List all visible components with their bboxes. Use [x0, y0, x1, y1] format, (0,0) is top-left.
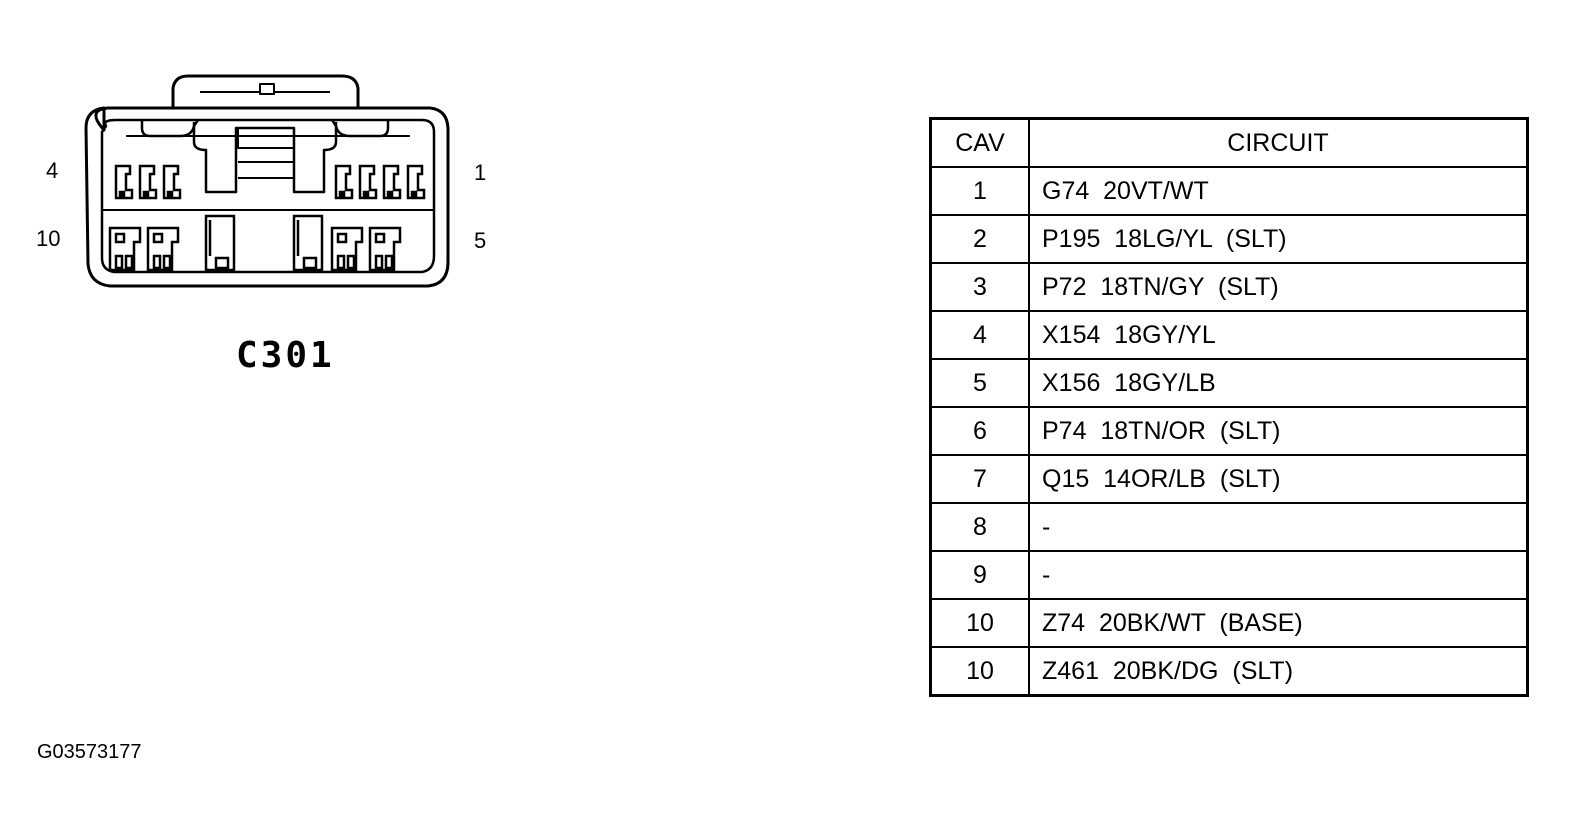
- pin-label-top-right: 1: [474, 160, 486, 185]
- circuit-cell: P74 18TN/OR (SLT): [1028, 406, 1529, 456]
- table-header-row: CAV CIRCUIT: [929, 117, 1529, 168]
- circuit-cell: -: [1028, 550, 1529, 600]
- circuit-cell: Z74 20BK/WT (BASE): [1028, 598, 1529, 648]
- cav-cell: 6: [929, 406, 1030, 456]
- table-row: 10 Z74 20BK/WT (BASE): [929, 598, 1529, 648]
- circuit-cell: Z461 20BK/DG (SLT): [1028, 646, 1529, 697]
- cav-cell: 8: [929, 502, 1030, 552]
- cav-cell: 9: [929, 550, 1030, 600]
- circuit-cell: P72 18TN/GY (SLT): [1028, 262, 1529, 312]
- table-row: 8 -: [929, 502, 1529, 552]
- table-row: 10 Z461 20BK/DG (SLT): [929, 646, 1529, 697]
- cav-cell: 5: [929, 358, 1030, 408]
- pin-label-bottom-right: 5: [474, 228, 486, 253]
- cav-cell: 10: [929, 598, 1030, 648]
- circuit-cell: P195 18LG/YL (SLT): [1028, 214, 1529, 264]
- cav-cell: 7: [929, 454, 1030, 504]
- circuit-cell: G74 20VT/WT: [1028, 166, 1529, 216]
- table-row: 3 P72 18TN/GY (SLT): [929, 262, 1529, 312]
- table-row: 2 P195 18LG/YL (SLT): [929, 214, 1529, 264]
- table-row: 9 -: [929, 550, 1529, 600]
- circuit-cell: X154 18GY/YL: [1028, 310, 1529, 360]
- table-row: 1 G74 20VT/WT: [929, 166, 1529, 216]
- column-header-circuit: CIRCUIT: [1028, 117, 1529, 168]
- cav-cell: 2: [929, 214, 1030, 264]
- connector-name: C301: [236, 335, 335, 376]
- circuit-cell: -: [1028, 502, 1529, 552]
- cav-cell: 4: [929, 310, 1030, 360]
- circuit-cell: Q15 14OR/LB (SLT): [1028, 454, 1529, 504]
- cav-cell: 10: [929, 646, 1030, 697]
- pin-label-top-left: 4: [46, 158, 58, 183]
- figure-id: G03573177: [37, 741, 142, 763]
- cavity-circuit-table: CAV CIRCUIT 1 G74 20VT/WT 2 P195 18LG/YL…: [929, 117, 1529, 697]
- circuit-cell: X156 18GY/LB: [1028, 358, 1529, 408]
- connector-c301-face: 4 1 10 5: [36, 74, 486, 288]
- column-header-cav: CAV: [929, 117, 1030, 168]
- connector-face-diagram: 4 1 10 5: [30, 70, 510, 310]
- cav-cell: 3: [929, 262, 1030, 312]
- cav-cell: 1: [929, 166, 1030, 216]
- table-row: 4 X154 18GY/YL: [929, 310, 1529, 360]
- table-row: 6 P74 18TN/OR (SLT): [929, 406, 1529, 456]
- table-row: 7 Q15 14OR/LB (SLT): [929, 454, 1529, 504]
- pin-label-bottom-left: 10: [36, 226, 60, 251]
- table-row: 5 X156 18GY/LB: [929, 358, 1529, 408]
